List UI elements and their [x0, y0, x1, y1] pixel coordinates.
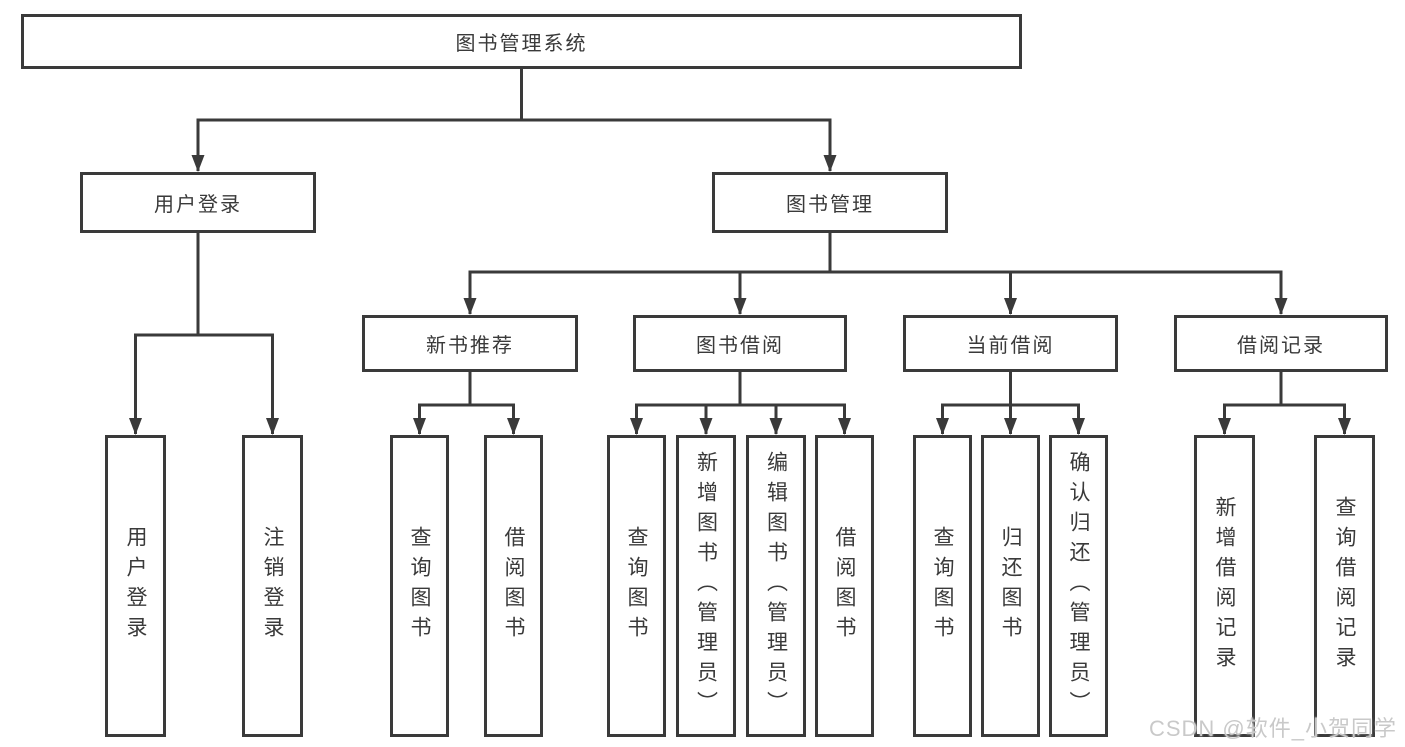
- leaf-nbr-borrow-books: 借阅图书: [484, 435, 543, 737]
- leaf-bb-add-books-admin: 新增图书（管理员）: [676, 435, 736, 737]
- connector-br-bus: [1223, 370, 1346, 407]
- leaf-cb-return-books: 归还图书: [981, 435, 1040, 737]
- leaf-bb-query-books: 查询图书: [607, 435, 666, 737]
- watermark: CSDN @软件_小贺同学: [1148, 716, 1397, 741]
- leaf-cb-query-books: 查询图书: [913, 435, 972, 737]
- node-book-management-label: 图书管理: [786, 194, 874, 216]
- leaf-user-login: 用户登录: [105, 435, 166, 737]
- leaf-logout-label: 注销登录: [261, 526, 284, 646]
- node-borrow-records-label: 借阅记录: [1237, 335, 1325, 357]
- leaf-cb-confirm-return-admin-label: 确认归还（管理员）: [1067, 451, 1090, 721]
- leaf-nbr-query-books-label: 查询图书: [408, 526, 431, 646]
- leaf-logout: 注销登录: [242, 435, 303, 737]
- node-user-login-label: 用户登录: [154, 194, 242, 216]
- node-root: 图书管理系统: [21, 14, 1022, 69]
- connector-cb-bus: [941, 370, 1080, 407]
- node-borrow-records: 借阅记录: [1174, 315, 1388, 372]
- node-new-book-recommend-label: 新书推荐: [426, 335, 514, 357]
- connector-mgmt-bus: [468, 231, 1283, 274]
- leaf-user-login-label: 用户登录: [124, 526, 147, 646]
- connector-login-bus: [134, 231, 274, 337]
- leaf-bb-edit-books-admin: 编辑图书（管理员）: [746, 435, 806, 737]
- leaf-br-query-record-label: 查询借阅记录: [1333, 496, 1356, 676]
- leaf-br-add-record: 新增借阅记录: [1194, 435, 1255, 737]
- node-book-borrowing-label: 图书借阅: [696, 335, 784, 357]
- leaf-cb-query-books-label: 查询图书: [931, 526, 954, 646]
- node-root-label: 图书管理系统: [455, 33, 588, 55]
- connector-nbr-bus: [418, 370, 515, 407]
- node-current-borrowing: 当前借阅: [903, 315, 1118, 372]
- leaf-br-query-record: 查询借阅记录: [1314, 435, 1375, 737]
- leaf-bb-borrow-books: 借阅图书: [815, 435, 874, 737]
- leaf-nbr-query-books: 查询图书: [390, 435, 449, 737]
- node-book-borrowing: 图书借阅: [633, 315, 847, 372]
- leaf-bb-add-books-admin-label: 新增图书（管理员）: [694, 451, 718, 721]
- node-user-login: 用户登录: [80, 172, 316, 233]
- leaf-bb-borrow-books-label: 借阅图书: [833, 526, 856, 646]
- leaf-br-add-record-label: 新增借阅记录: [1213, 496, 1236, 676]
- leaf-cb-confirm-return-admin: 确认归还（管理员）: [1049, 435, 1108, 737]
- leaf-nbr-borrow-books-label: 借阅图书: [502, 526, 525, 646]
- node-new-book-recommend: 新书推荐: [362, 315, 578, 372]
- connector-root-bus: [196, 67, 832, 122]
- leaf-bb-edit-books-admin-label: 编辑图书（管理员）: [764, 451, 788, 721]
- node-current-borrowing-label: 当前借阅: [966, 335, 1055, 357]
- leaf-bb-query-books-label: 查询图书: [625, 526, 648, 646]
- leaf-cb-return-books-label: 归还图书: [999, 526, 1022, 646]
- node-book-management: 图书管理: [712, 172, 948, 233]
- connector-bb-bus: [635, 370, 846, 407]
